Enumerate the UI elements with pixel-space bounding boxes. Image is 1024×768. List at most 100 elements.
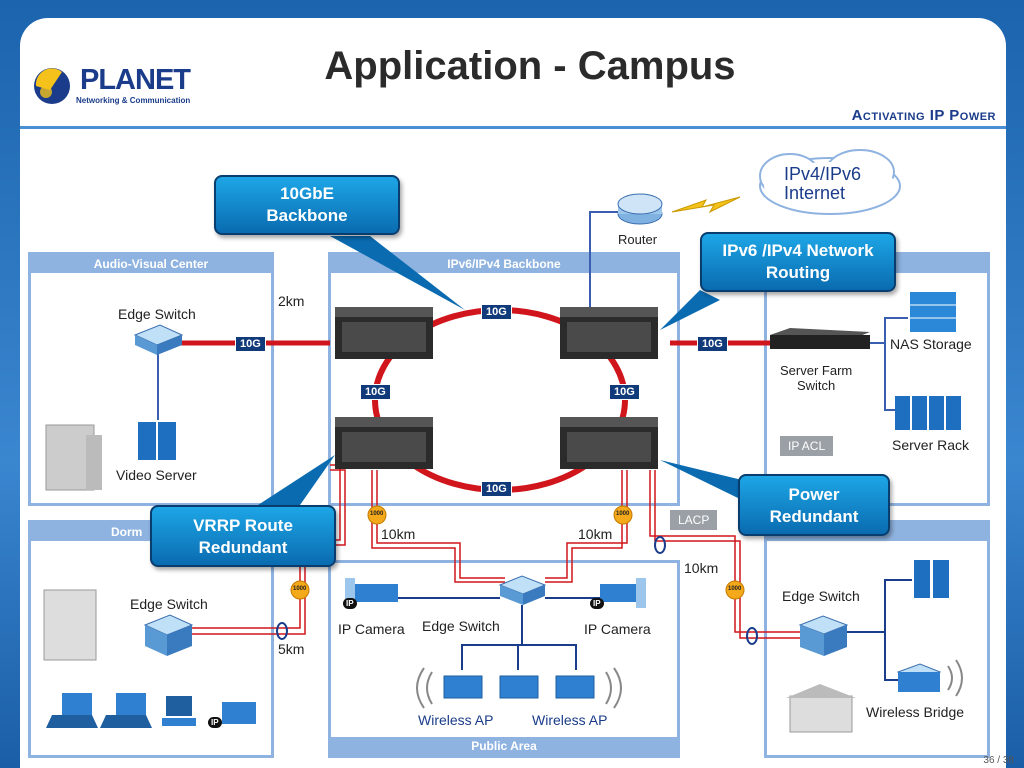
edge-switch-dorm-icon [143,614,194,656]
sfp-marker-1 [367,505,387,525]
zone-audio-visual: Audio-Visual Center [28,252,274,506]
label-wireless-ap-left: Wireless AP [418,712,494,728]
callout-power-pointer [660,460,742,500]
label-nas-storage: NAS Storage [890,336,972,352]
tag-lacp: LACP [670,510,718,530]
edge-switch-av-icon [133,324,184,355]
building-library-icon [786,684,856,733]
wifi-signal-right-icon [605,667,622,709]
link-router [589,211,618,310]
laptop-1-icon [46,693,98,728]
callout-vrrp-pointer [258,455,335,505]
building-dorm-icon [43,589,97,661]
label-10km-mid: 10km [578,526,613,542]
tag-1000-c: 1000 [293,586,307,592]
label-edge-switch-av: Edge Switch [118,306,196,322]
callout-backbone-pointer [330,236,465,310]
cloud-icon [759,149,901,215]
callout-network-routing: IPv6 /IPv4 Network Routing [700,232,896,292]
tag-10g-server-farm: 10G [697,336,728,352]
tag-1000-a: 1000 [370,511,384,517]
header-divider [20,126,1006,129]
wifi-signal-left-icon [416,667,433,709]
fiber-public-right-2 [545,470,628,579]
wireless-bridge-icon [896,663,942,692]
link-ap [461,605,523,670]
coupler-library [746,627,758,645]
ip-badge-phone: IP [208,717,222,728]
video-server-icon [138,422,176,460]
tag-10g-av: 10G [235,336,266,352]
label-5km: 5km [278,641,305,657]
zone-dorm-label: Dorm [111,525,143,539]
label-edge-switch-dorm: Edge Switch [130,596,208,612]
edge-switch-library-icon [798,615,849,656]
label-video-server: Video Server [116,467,197,483]
desktop-icon [162,696,196,726]
link-nas [870,317,908,344]
sfp-marker-4 [725,580,745,600]
tag-1000-b: 1000 [616,511,630,517]
link-lib-bridge [884,632,900,681]
label-edge-switch-public: Edge Switch [422,618,500,634]
zone-audio-visual-title: Audio-Visual Center [31,255,271,273]
library-server-icon [914,560,949,598]
label-2km: 2km [278,293,305,309]
tagline: Activating IP Power [851,107,996,124]
ip-badge-camera-right: IP [590,598,604,609]
core-switch-top-left [335,307,433,359]
label-wireless-bridge: Wireless Bridge [866,704,965,720]
tag-10g-ring-right: 10G [609,384,640,400]
tag-10g-ring-bottom: 10G [481,481,512,497]
wifi-signal-bridge-icon [947,659,963,697]
page-title: Application - Campus [324,44,736,88]
ip-phone-icon [222,702,256,724]
wireless-ap-2-icon [499,675,539,699]
callout-vrrp: VRRP Route Redundant [150,505,336,567]
building-av-icon [45,424,102,491]
label-ip-camera-left: IP Camera [338,621,405,637]
label-router: Router [618,232,658,247]
wireless-ap-3-icon [555,675,595,699]
coupler-dorm [276,622,288,640]
callout-10gbe-backbone: 10GbE Backbone [214,175,400,235]
tag-ip-acl: IP ACL [780,436,834,456]
nas-storage-icon [910,292,956,332]
server-farm-switch-icon [770,328,870,349]
core-switch-bottom-right [560,417,658,469]
callout-power-redundant: Power Redundant [738,474,890,536]
sfp-marker-3 [290,580,310,600]
tag-10g-ring-top: 10G [481,304,512,320]
callout-routing-pointer [660,290,720,330]
label-edge-switch-library: Edge Switch [782,588,860,604]
link-lib-server [845,579,912,633]
core-switch-top-right [560,307,658,359]
edge-switch-public-icon [498,575,547,605]
label-internet: IPv4/IPv6 Internet [784,164,862,203]
tag-1000-d: 1000 [728,586,742,592]
sfp-marker-2 [613,505,633,525]
label-server-rack: Server Rack [892,437,970,453]
fiber-library-2 [654,470,800,639]
label-ip-camera-right: IP Camera [584,621,651,637]
ip-camera-left-icon [345,578,398,608]
link-rack [884,343,895,411]
lightning-icon [671,196,741,214]
label-wireless-ap-right: Wireless AP [532,712,608,728]
label-server-farm-switch: Server Farm Switch [780,363,853,393]
zone-public-title: Public Area [331,737,677,755]
tag-10g-ring-left: 10G [360,384,391,400]
label-10km-left: 10km [381,526,416,542]
page-number: 36 / 38 [983,755,1014,766]
ip-camera-right-icon [600,578,646,608]
link-ap-right [522,644,577,670]
laptop-2-icon [100,693,152,728]
ip-badge-camera-left: IP [343,598,357,609]
logo-text: PLANET [80,64,191,96]
coupler-public [654,536,666,554]
server-rack-icon [895,396,961,430]
wireless-ap-1-icon [443,675,483,699]
label-10km-right: 10km [684,560,719,576]
